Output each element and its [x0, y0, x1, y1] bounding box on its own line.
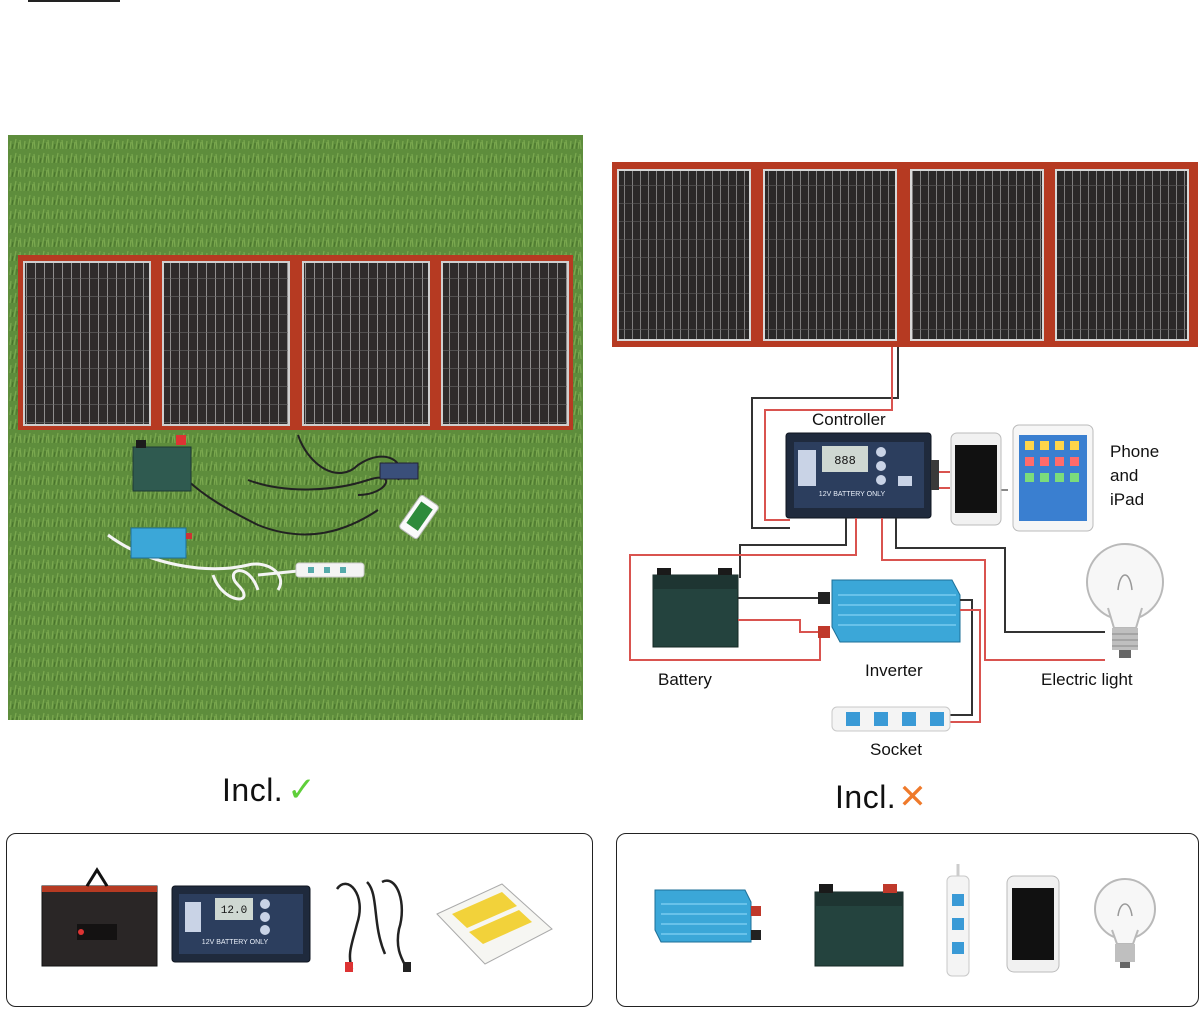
not-included-heading: Incl.✕ [835, 777, 927, 817]
socket-icon [295, 562, 365, 578]
top-edge-line [28, 0, 120, 2]
controller-screen-reading: 888 [834, 454, 856, 468]
inverter-label: Inverter [865, 661, 923, 680]
included-heading: Incl.✓ [222, 770, 316, 810]
inverter-icon [818, 579, 961, 643]
included-items-box: 12.0 12V BATTERY ONLY [6, 833, 593, 1007]
socket-label: Socket [870, 740, 922, 759]
lightbulb-icon [1086, 543, 1164, 658]
electric-light-label: Electric light [1041, 670, 1133, 689]
cross-icon: ✕ [898, 778, 928, 816]
photo-panels-on-grass [8, 135, 583, 720]
wiring-diagram: 888 12V BATTERY ONLY [600, 150, 1200, 770]
phone-icon [399, 494, 439, 540]
lightbulb-icon [1094, 878, 1156, 968]
phone-ipad-label-line-2: and [1110, 466, 1139, 485]
controller-box-face-text: 12V BATTERY ONLY [202, 939, 269, 946]
grass-scene [8, 135, 583, 720]
battery-icon [132, 435, 192, 492]
included-items-svg: 12.0 12V BATTERY ONLY [41, 867, 553, 972]
phone-icon [950, 432, 1002, 526]
phone-ipad-label: Phone and iPad [1110, 440, 1159, 512]
phone-icon [1006, 875, 1060, 973]
solar-panel-icon [18, 255, 573, 430]
controller-icon: 888 12V BATTERY ONLY [785, 432, 939, 519]
controller-face-text: 12V BATTERY ONLY [819, 491, 886, 498]
included-text: Incl. [222, 772, 284, 808]
socket-icon [946, 864, 970, 977]
check-icon: ✓ [287, 771, 317, 809]
not-included-text: Incl. [835, 779, 897, 815]
controller-small-reading: 12.0 [221, 905, 247, 917]
solar-panel-icon [612, 162, 1198, 347]
battery-label: Battery [658, 670, 712, 689]
inverter-icon [130, 527, 192, 559]
battery-icon [652, 568, 739, 648]
socket-icon [831, 706, 951, 732]
controller-icon [379, 462, 419, 480]
carry-bag-icon [41, 867, 158, 967]
tablet-icon [1012, 424, 1094, 532]
controller-icon: 12.0 12V BATTERY ONLY [171, 885, 311, 963]
phone-ipad-label-line-3: iPad [1110, 490, 1145, 509]
not-included-items-svg [654, 864, 1156, 977]
controller-label: Controller [812, 410, 886, 429]
not-included-items-box [616, 833, 1199, 1007]
manual-icon [436, 883, 553, 965]
inverter-icon [654, 889, 761, 943]
wiring-diagram-svg: 888 12V BATTERY ONLY [612, 162, 1198, 732]
battery-icon [814, 884, 904, 967]
cable-icon [335, 879, 411, 972]
phone-ipad-label-line-1: Phone [1110, 442, 1160, 461]
